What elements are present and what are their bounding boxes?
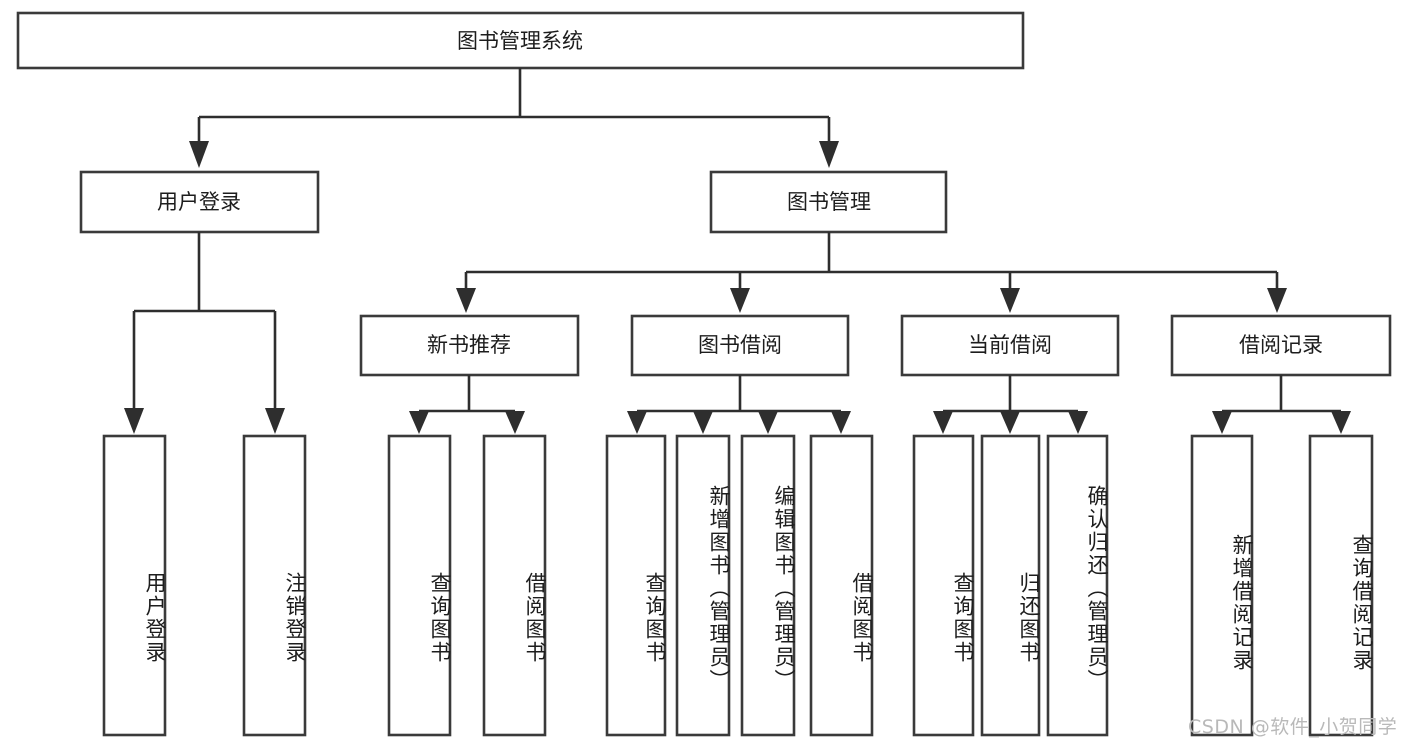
connector-book-manage-to-level3 (456, 232, 1287, 313)
node-root[interactable]: 图书管理系统 (16, 11, 1025, 70)
csdn-watermark: CSDN @软件_小贺同学 (1188, 716, 1398, 738)
node-user-login[interactable]: 用户登录 (79, 170, 320, 234)
leaf-box-query-book-3[interactable] (912, 434, 975, 737)
leaf-box-query-record[interactable] (1308, 434, 1374, 737)
node-book-borrow[interactable]: 图书借阅 (630, 314, 850, 377)
leaf-box-add-record[interactable] (1190, 434, 1254, 737)
leaf-box-query-book-2[interactable] (605, 434, 667, 737)
connector-borrow-record-to-leaves (1212, 375, 1351, 434)
leaf-box-return-book[interactable] (980, 434, 1041, 737)
node-borrow-record[interactable]: 借阅记录 (1170, 314, 1392, 377)
node-current-borrow-label: 当前借阅 (968, 333, 1052, 357)
leaf-box-borrow-book-2[interactable] (809, 434, 874, 737)
leaf-box-logout[interactable] (242, 434, 307, 737)
node-borrow-record-label: 借阅记录 (1239, 333, 1323, 357)
connector-book-borrow-to-leaves (627, 375, 851, 434)
connector-user-login-to-leaves (124, 232, 285, 434)
connector-current-borrow-to-leaves (933, 375, 1088, 434)
leaf-box-confirm-return[interactable] (1046, 434, 1109, 737)
leaf-box-borrow-book-1[interactable] (482, 434, 547, 737)
node-new-book-rec-label: 新书推荐 (427, 333, 511, 357)
leaf-boxes (102, 434, 1374, 737)
leaf-box-user-login[interactable] (102, 434, 167, 737)
leaf-box-edit-book[interactable] (740, 434, 796, 737)
node-book-borrow-label: 图书借阅 (698, 333, 782, 357)
connector-root-to-level2 (189, 68, 839, 168)
connector-new-book-rec-to-leaves (409, 375, 525, 434)
leaf-box-query-book-1[interactable] (387, 434, 452, 737)
leaf-box-add-book[interactable] (675, 434, 731, 737)
node-root-label: 图书管理系统 (457, 29, 583, 53)
node-user-login-label: 用户登录 (157, 190, 241, 214)
node-new-book-rec[interactable]: 新书推荐 (359, 314, 580, 377)
node-book-manage-label: 图书管理 (787, 190, 871, 214)
node-current-borrow[interactable]: 当前借阅 (900, 314, 1120, 377)
node-book-manage[interactable]: 图书管理 (709, 170, 948, 234)
